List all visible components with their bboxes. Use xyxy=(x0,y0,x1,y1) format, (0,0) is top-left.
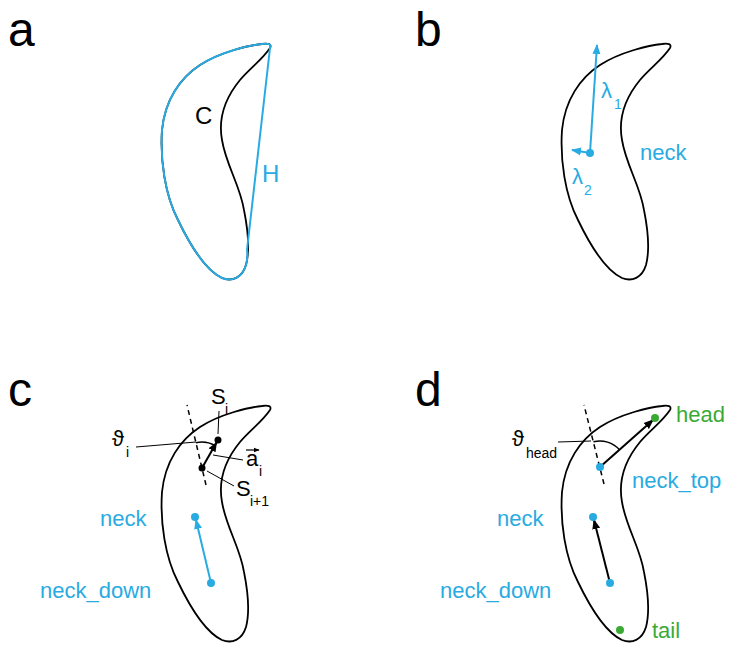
label-holder: i xyxy=(259,462,262,480)
label-holder: i+1 xyxy=(250,492,269,510)
hull-label: H xyxy=(262,160,279,187)
label-holder: S xyxy=(236,478,251,500)
eigenvalue-symbol: λ xyxy=(601,78,612,103)
label-holder: neck xyxy=(100,508,146,530)
convex-hull xyxy=(162,44,271,280)
label-holder: neck xyxy=(640,142,686,164)
subscript: i+1 xyxy=(250,493,269,509)
label-holder: 1 xyxy=(614,95,622,113)
neck-down-point xyxy=(606,579,614,587)
panel-letter: a xyxy=(8,3,35,56)
angle-symbol: ϑ xyxy=(512,426,524,451)
head-point xyxy=(651,414,659,422)
leader-line xyxy=(218,411,219,434)
label-holder: neck xyxy=(497,508,543,530)
neck-vector xyxy=(594,520,610,583)
angle-symbol: ϑ xyxy=(112,426,124,451)
label-holder: head xyxy=(676,404,725,426)
point-label: neck_top xyxy=(632,468,721,493)
angle-arc xyxy=(196,442,215,445)
label-holder: d xyxy=(415,366,442,414)
label-holder: 2 xyxy=(584,181,592,199)
subscript: head xyxy=(526,445,557,461)
leader-line xyxy=(136,442,196,447)
leader-line xyxy=(558,441,591,442)
vector-symbol: a xyxy=(246,446,258,471)
extension-line xyxy=(584,405,604,484)
head-vector xyxy=(600,420,653,467)
neck-down-point xyxy=(207,579,215,587)
point-label: head xyxy=(676,402,725,427)
panel-letter: b xyxy=(415,3,442,56)
point-label: neck_down xyxy=(40,578,151,603)
label-holder: b xyxy=(415,6,442,54)
neck-point xyxy=(586,149,594,157)
eigenvalue-symbol: λ xyxy=(572,164,583,189)
skeleton-point xyxy=(215,437,222,444)
label-holder: C xyxy=(195,104,212,128)
label-holder: S xyxy=(211,386,226,408)
label-holder: H xyxy=(262,162,279,186)
subscript: 1 xyxy=(614,96,622,112)
panel-letter: d xyxy=(415,363,442,416)
label-holder: head xyxy=(526,444,557,462)
eigenvector-arrow xyxy=(590,45,597,153)
contour-label: C xyxy=(195,102,212,129)
label-holder: neck_down xyxy=(440,580,551,602)
label-holder: a xyxy=(8,6,35,54)
point-label: neck_down xyxy=(440,578,551,603)
label-holder: λ xyxy=(601,80,612,102)
point-symbol: S xyxy=(211,384,226,409)
subscript: 2 xyxy=(584,182,592,198)
leader-line xyxy=(213,455,243,460)
point-label: neck xyxy=(100,506,146,531)
label-holder: i xyxy=(225,400,228,418)
label-holder: ϑ xyxy=(512,428,524,450)
subscript: i xyxy=(126,444,129,460)
label-holder: λ xyxy=(572,166,583,188)
skeleton-point xyxy=(199,465,206,472)
neck-top-point xyxy=(596,463,604,471)
label-holder: c xyxy=(8,366,32,414)
leader-line xyxy=(207,471,234,486)
point-label: tail xyxy=(652,618,680,643)
neck-point xyxy=(589,513,597,521)
worm-outline xyxy=(162,406,271,642)
angle-arc xyxy=(594,441,620,450)
extension-line xyxy=(187,405,206,485)
label-holder: ϑ xyxy=(112,428,124,450)
label-holder: a xyxy=(246,448,258,470)
label-holder: i xyxy=(126,443,129,461)
subscript: i xyxy=(259,463,262,479)
neck-point xyxy=(191,513,199,521)
point-label: neck xyxy=(497,506,543,531)
point-label: neck xyxy=(640,140,686,165)
label-holder: tail xyxy=(652,620,680,642)
point-symbol: S xyxy=(236,476,251,501)
panel-letter: c xyxy=(8,363,32,416)
neck-vector xyxy=(196,520,211,583)
label-holder: neck_down xyxy=(40,580,151,602)
tail-point xyxy=(616,626,624,634)
label-holder: neck_top xyxy=(632,470,721,492)
subscript: i xyxy=(225,401,228,417)
worm-outline xyxy=(162,44,271,280)
